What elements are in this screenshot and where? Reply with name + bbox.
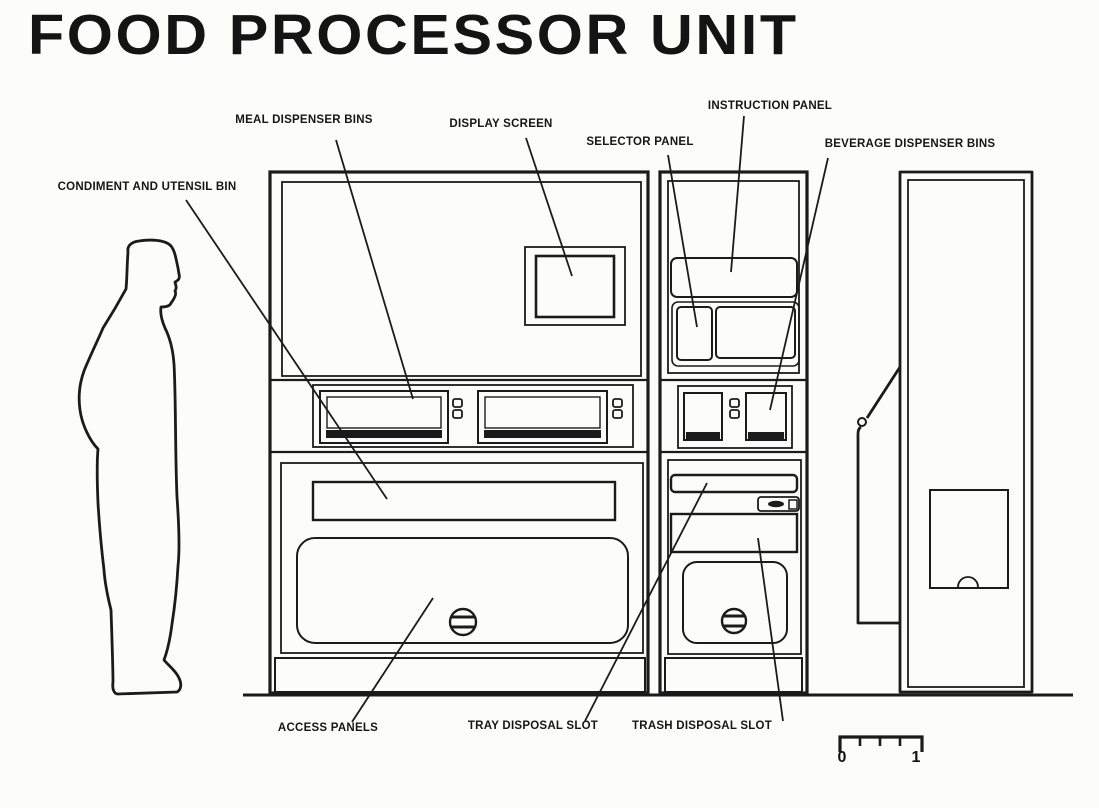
display-screen	[534, 254, 616, 319]
side-view-knob	[857, 417, 867, 427]
callout-selector-panel: SELECTOR PANEL	[586, 136, 694, 148]
side-view-sloped-top	[865, 366, 902, 419]
display-leader-line	[525, 137, 573, 277]
upper-door-panel	[281, 181, 642, 377]
display-screen-bezel	[524, 246, 626, 326]
access-panel-large	[296, 537, 629, 644]
beverage-dispenser-bin-left	[683, 392, 723, 441]
side-profile-view	[856, 170, 1034, 694]
tray-disposal-slot	[669, 473, 799, 494]
page-title: FOOD PROCESSOR UNIT	[28, 3, 799, 67]
beverage-leader-line	[769, 157, 829, 411]
lower-door-panel	[280, 462, 644, 654]
latch-handle	[720, 607, 748, 635]
bin-button	[452, 409, 463, 419]
access-panel-small	[682, 561, 788, 644]
meal-bin-opening	[326, 396, 442, 429]
trash-leader-line	[757, 537, 784, 722]
side-view-recess-handle	[957, 576, 979, 588]
beverage-bin-lip	[748, 432, 784, 439]
card-reader-control	[757, 496, 800, 512]
main-cabinet-plinth	[274, 657, 646, 693]
condiment-utensil-bin	[311, 480, 617, 522]
instruction-leader-line	[730, 115, 745, 273]
side-view-door-panel	[907, 179, 1025, 688]
scale-start-label: 0	[837, 749, 847, 766]
bin-button	[729, 398, 740, 408]
callout-leader-lines	[185, 115, 829, 723]
panel-group-frame	[671, 301, 800, 367]
right-upper-panel	[667, 180, 800, 374]
callout-trash-disposal-slot: TRASH DISPOSAL SLOT	[632, 720, 772, 732]
main-cabinet-front-view	[268, 170, 650, 695]
instruction-panel	[670, 257, 798, 298]
control-square-button	[788, 499, 798, 510]
meal-bin-lip	[484, 430, 601, 438]
keypad-panel	[715, 306, 796, 359]
side-view-recess	[929, 489, 1009, 589]
meal-bin-lip	[326, 430, 442, 438]
meal-dispenser-bin-left	[319, 390, 449, 444]
bin-button	[452, 398, 463, 408]
right-cabinet-front-view	[658, 170, 809, 695]
human-figure-silhouette	[77, 238, 183, 696]
bin-button	[612, 409, 623, 419]
beverage-bin-lip	[686, 432, 720, 439]
control-pill-indicator	[768, 500, 784, 508]
right-lower-panel	[667, 459, 802, 655]
callout-access-panels: ACCESS PANELS	[277, 722, 379, 734]
callout-condiment-utensil-bin: CONDIMENT AND UTENSIL BIN	[57, 181, 237, 193]
trash-disposal-slot	[669, 512, 799, 554]
callout-display-screen: DISPLAY SCREEN	[449, 118, 553, 130]
scale-bar	[838, 735, 924, 752]
beverage-bins-recess-panel	[677, 385, 793, 449]
condiment-leader-line	[185, 199, 388, 500]
right-cabinet-plinth	[664, 657, 803, 693]
bin-button	[612, 398, 623, 408]
side-view-outline	[856, 170, 1034, 694]
selector-leader-line	[667, 154, 698, 328]
callout-meal-dispenser-bins: MEAL DISPENSER BINS	[235, 114, 373, 126]
callout-tray-disposal-slot: TRAY DISPOSAL SLOT	[467, 720, 599, 732]
tray-leader-line	[584, 482, 708, 722]
callout-instruction-panel: INSTRUCTION PANEL	[707, 100, 833, 112]
meal-bin-opening	[484, 396, 601, 429]
bin-button	[729, 409, 740, 419]
meal-bins-recess-panel	[312, 384, 634, 448]
meal-dispenser-bin-right	[477, 390, 608, 444]
latch-handle	[448, 607, 478, 637]
meal-bins-leader-line	[335, 139, 414, 400]
access-leader-line	[351, 597, 434, 723]
beverage-dispenser-bin-right	[745, 392, 787, 441]
scale-end-label: 1	[911, 749, 921, 766]
callout-beverage-dispenser-bins: BEVERAGE DISPENSER BINS	[824, 138, 996, 150]
